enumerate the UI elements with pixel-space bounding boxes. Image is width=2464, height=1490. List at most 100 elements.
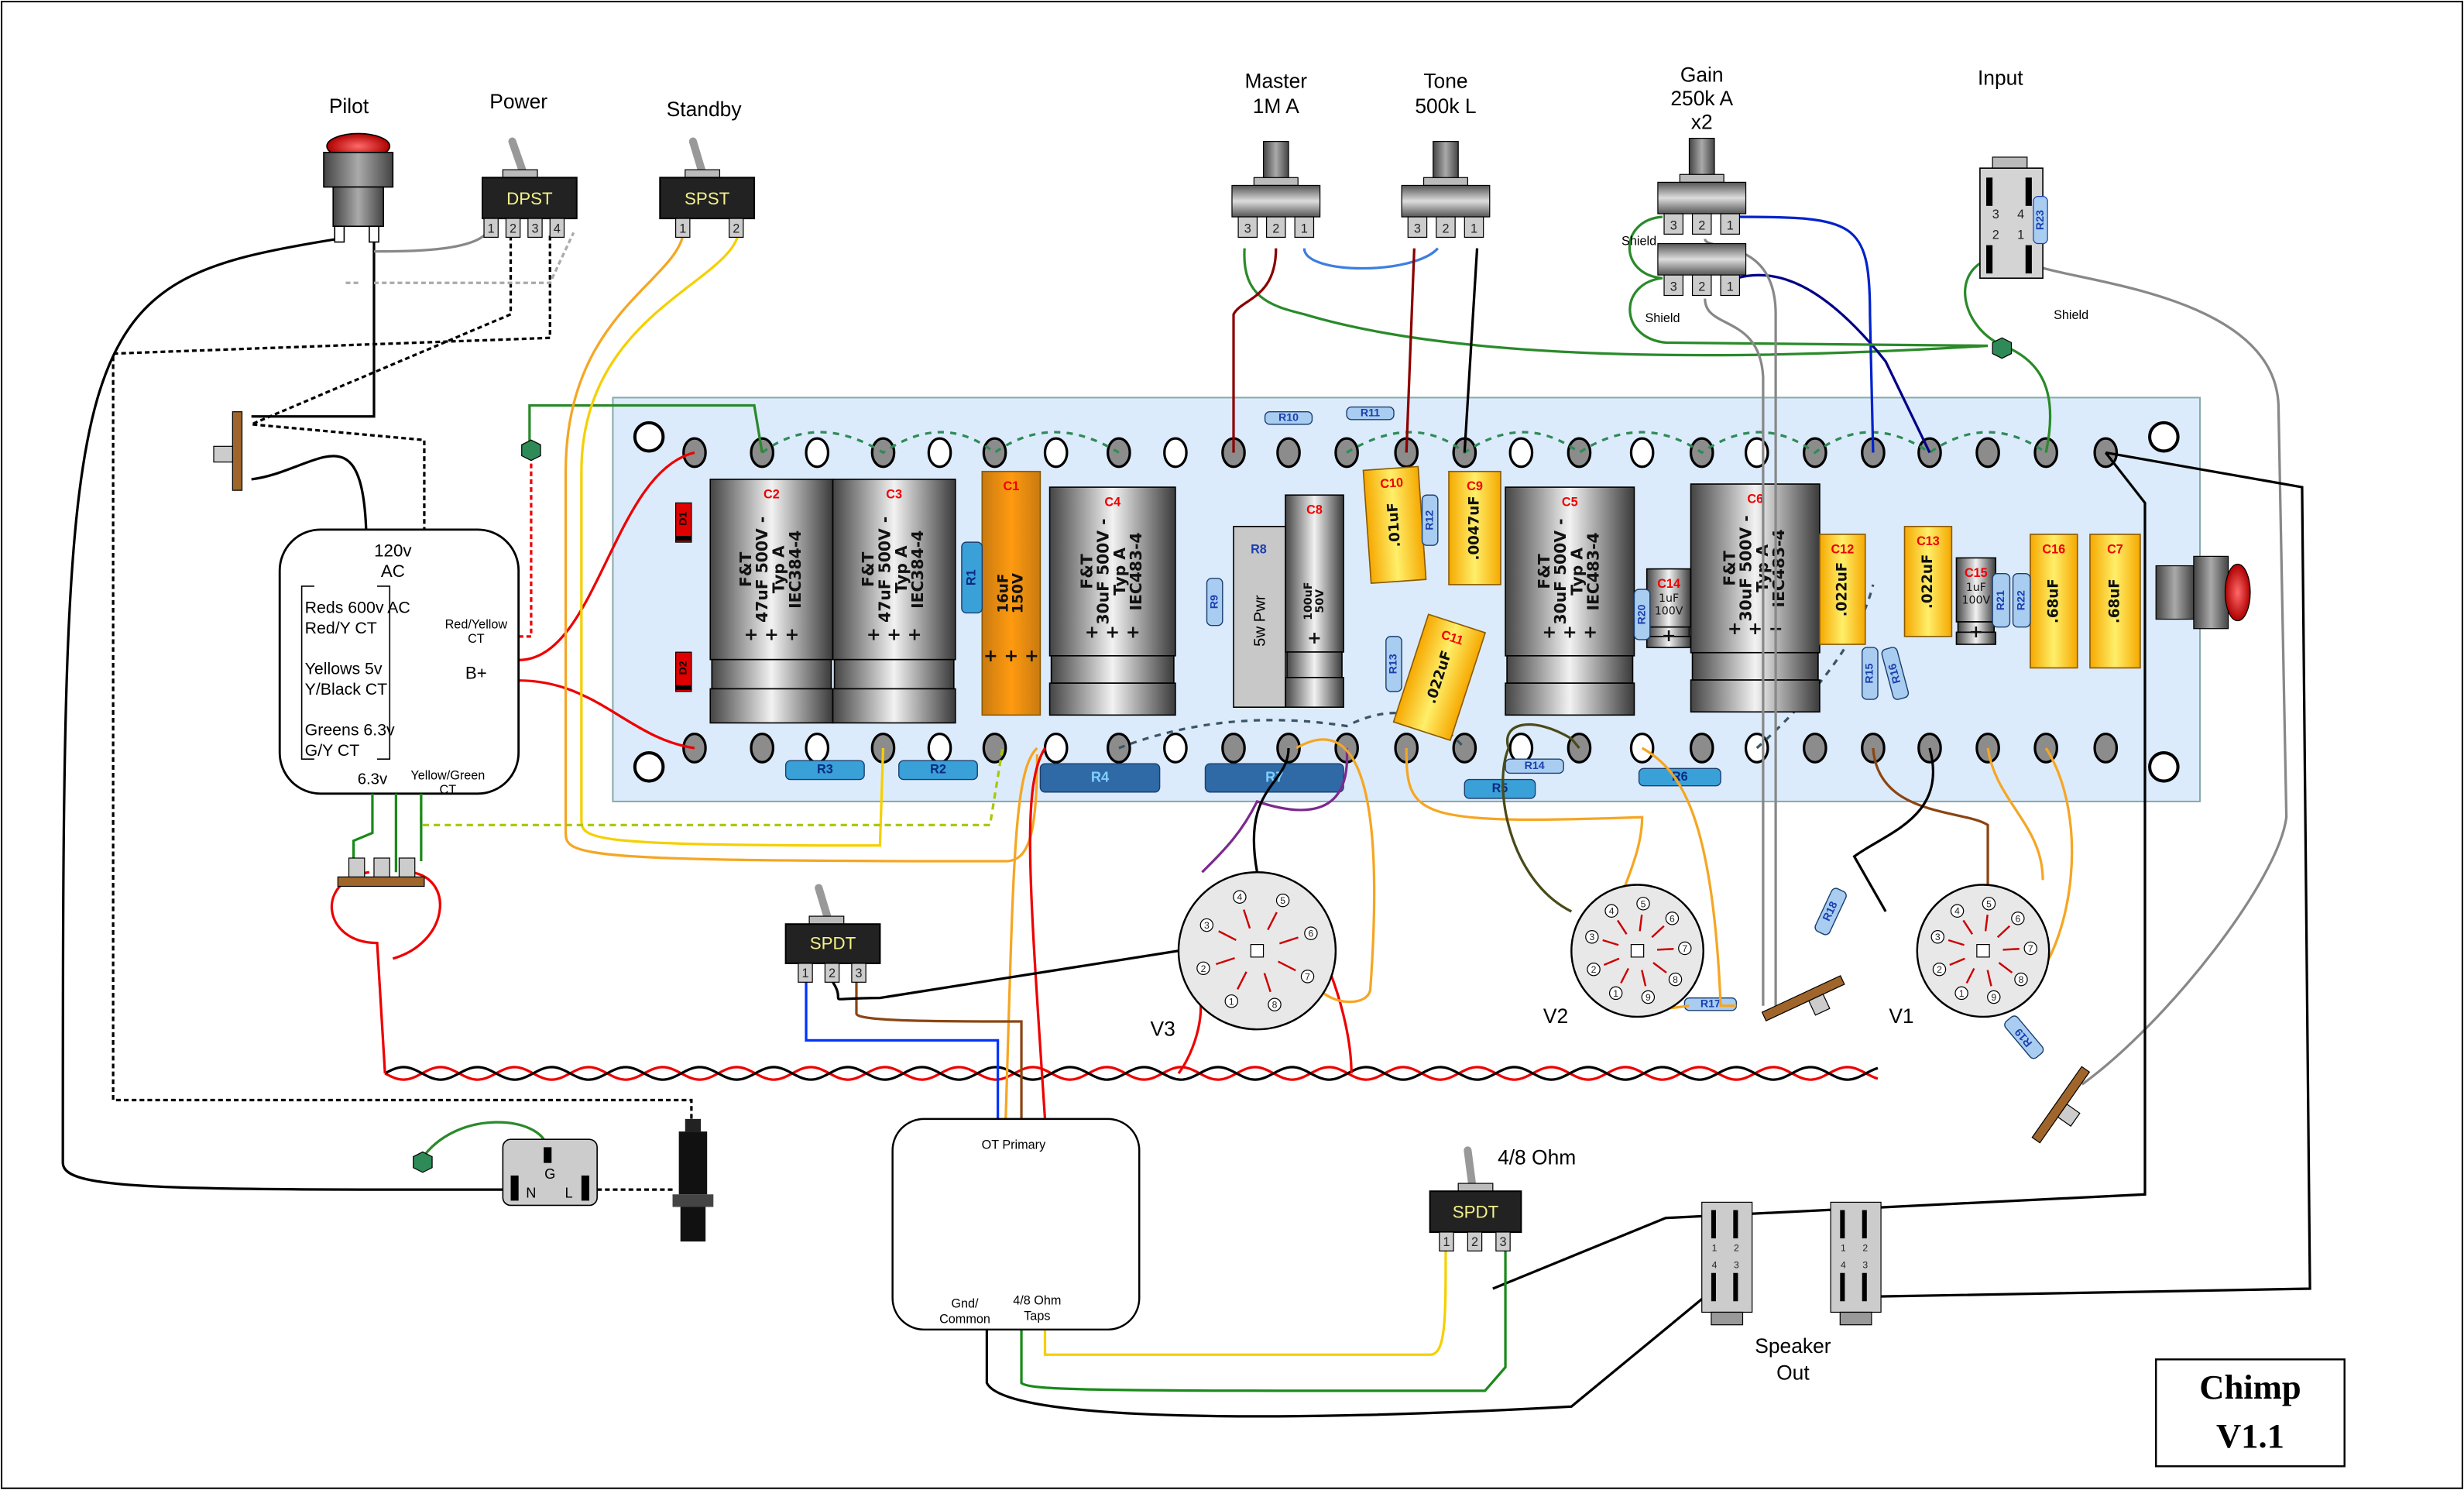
wire-pilot [251, 239, 376, 418]
capacitor-rating: 1uF [1966, 582, 1986, 594]
pt-primary-label: 120v [374, 541, 412, 560]
wire-v3-black [1252, 747, 1290, 873]
socket-pin-number: 7 [1305, 971, 1310, 982]
resistor-body [1421, 494, 1439, 546]
eyelet [927, 733, 952, 764]
pot-labels: Master 1M A Tone 500k L Gain 250k A x2 S… [1244, 64, 1733, 325]
switch-terminal [851, 963, 867, 983]
resistor-body [1206, 578, 1223, 627]
iec-power-inlet[interactable]: G N L [502, 1138, 598, 1207]
socket-contact [1616, 919, 1628, 935]
wire-primary [251, 455, 368, 530]
impedance-label: 4/8 Ohm [1498, 1146, 1576, 1169]
capacitor-polarity: + [1307, 628, 1322, 648]
diode-band [675, 535, 691, 541]
resistor-r15: R15 [1862, 647, 1879, 700]
pt-legend-line: Greens 6.3v [305, 721, 395, 740]
socket-pin-number: 6 [1309, 929, 1314, 939]
resistor-r12: R12 [1421, 494, 1439, 546]
resistor-id: R1 [964, 569, 978, 585]
capacitor-polarity: + + + [1542, 622, 1597, 642]
resistor-id: R17 [1700, 997, 1721, 1010]
mounting-screws [633, 421, 2180, 783]
heater-wire-black [384, 1066, 1879, 1081]
resistor-r5: R5 [1464, 778, 1536, 799]
wire-v3-purple [1201, 747, 1349, 874]
pot-body [1401, 184, 1491, 218]
resistor-body [898, 760, 978, 781]
switch-terminal [728, 218, 744, 239]
switch-pin-number: 1 [679, 221, 686, 235]
capacitor-c9: C9.0047uF [1448, 470, 1501, 585]
capacitor-id: C10 [1380, 475, 1404, 491]
ot-taps-label: 4/8 Ohm [1013, 1293, 1061, 1307]
wire-standby-2 [580, 232, 885, 847]
socket-pin [1300, 970, 1315, 984]
socket-pin-number: 5 [1986, 898, 1992, 909]
socket-contact [1986, 970, 1992, 987]
eyelet [805, 733, 830, 764]
wire-master-tone [1302, 247, 1440, 270]
socket-pin [1587, 962, 1601, 977]
switch-terminal [674, 218, 691, 239]
switch-pin-number: 2 [829, 966, 836, 980]
diode-id: D2 [677, 661, 689, 675]
standby-label: Standby [667, 98, 743, 121]
input-jack[interactable]: Input 3 4 2 1 R23 Shield [1978, 67, 2088, 322]
resistor-body [1264, 410, 1313, 425]
socket-contact [1279, 936, 1299, 945]
socket-pin [1304, 926, 1318, 940]
socket-pin-number: 7 [2028, 943, 2033, 954]
switch-pin-number: 1 [488, 221, 495, 235]
jack-pin-number: 4 [1841, 1260, 1846, 1271]
wire-gain-1a [1736, 215, 1875, 453]
resistor-body [784, 760, 865, 781]
pot-pin-number: 1 [1727, 280, 1734, 294]
resistor-body [1633, 589, 1651, 640]
power-label: Power [489, 90, 547, 113]
wire-power-gray [345, 232, 575, 284]
capacitor-body [2030, 534, 2078, 669]
switch-terminal [798, 963, 813, 983]
master-label: Master [1244, 70, 1307, 93]
pot-nut [1422, 177, 1468, 187]
capacitor-band [1286, 651, 1343, 678]
resistor-r9: R9 [1206, 578, 1223, 627]
iec-ground-label: G [544, 1166, 555, 1182]
pot-shaft [1433, 141, 1459, 180]
wire-gain-shielded-2 [1704, 298, 1765, 1006]
fuse-holder[interactable] [672, 1118, 714, 1242]
socket-key [1976, 944, 1990, 958]
capacitor-polarity: + + + [744, 625, 800, 645]
resistor-r21: R21 [1992, 572, 2011, 628]
capacitor-c16: C16.68uF [2030, 534, 2078, 669]
wire-ot-common [985, 1295, 1706, 1418]
capacitor-body [1690, 483, 1821, 654]
socket-pin-number: 3 [1204, 920, 1210, 931]
capacitor-rating: IEC483-4 [1127, 532, 1145, 610]
resistor-r17: R17 [1683, 997, 1738, 1011]
wiring [61, 215, 2311, 1418]
socket-pin-number: 6 [2015, 913, 2020, 924]
capacitor-band [1050, 655, 1175, 684]
pt-heater-ct-label: CT [440, 783, 457, 797]
socket-contact [1984, 915, 1989, 932]
wire-bias-brown [855, 982, 1023, 1119]
socket-contact [1620, 967, 1630, 984]
eyelet [1975, 437, 2000, 469]
wire-ot-4ohm [1043, 1249, 1447, 1356]
